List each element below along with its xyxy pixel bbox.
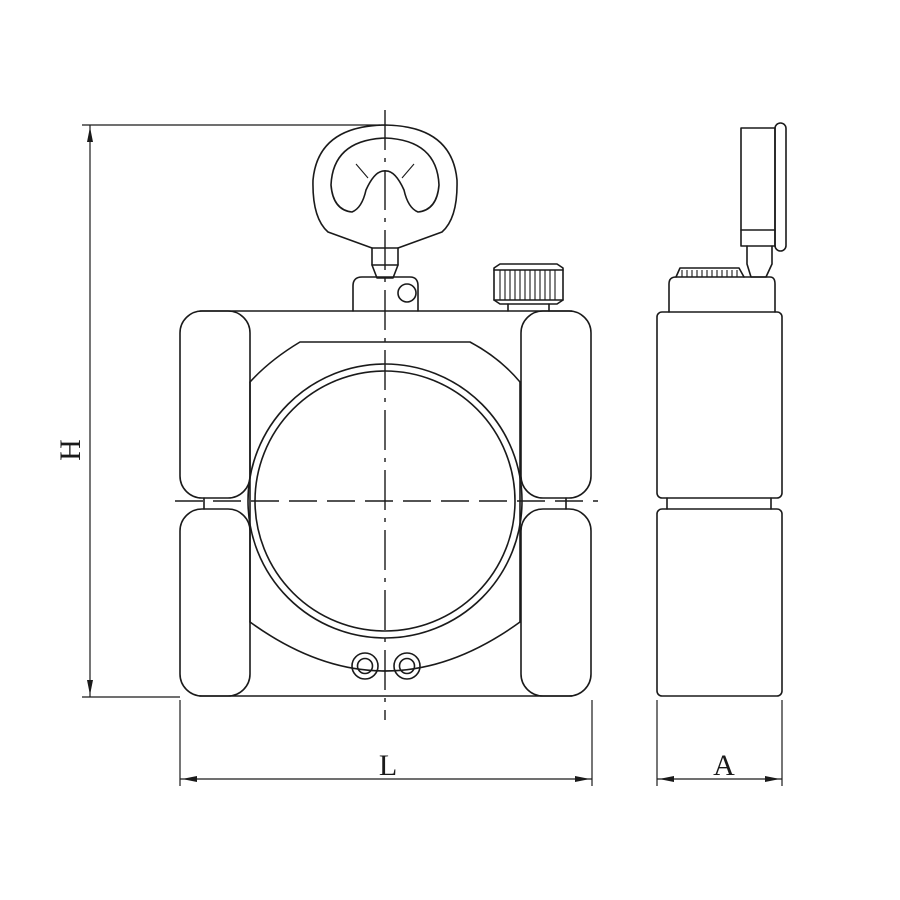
pad-top-left xyxy=(179,310,251,499)
hole-right-outer xyxy=(393,652,421,680)
pad-top-right xyxy=(520,310,592,499)
center-lines xyxy=(175,110,598,720)
hole-left-inner xyxy=(356,657,374,675)
hole-right-inner xyxy=(398,657,416,675)
dimension-label-h: H xyxy=(54,439,87,461)
bottom-holes xyxy=(351,652,421,680)
side-upper-block xyxy=(656,311,783,499)
dimension-length: L xyxy=(179,700,593,786)
dimension-a: A xyxy=(656,700,783,786)
knurled-knob xyxy=(493,263,564,312)
front-view xyxy=(175,110,598,720)
dimension-label-a: A xyxy=(713,749,735,782)
pad-bottom-left xyxy=(179,508,251,697)
pads xyxy=(179,310,592,697)
hole-left-outer xyxy=(351,652,379,680)
pad-bottom-right xyxy=(520,508,592,697)
dimension-height: H xyxy=(54,124,380,698)
dimension-label-l: L xyxy=(379,749,397,782)
side-view xyxy=(656,122,787,697)
side-lower-block xyxy=(656,508,783,697)
